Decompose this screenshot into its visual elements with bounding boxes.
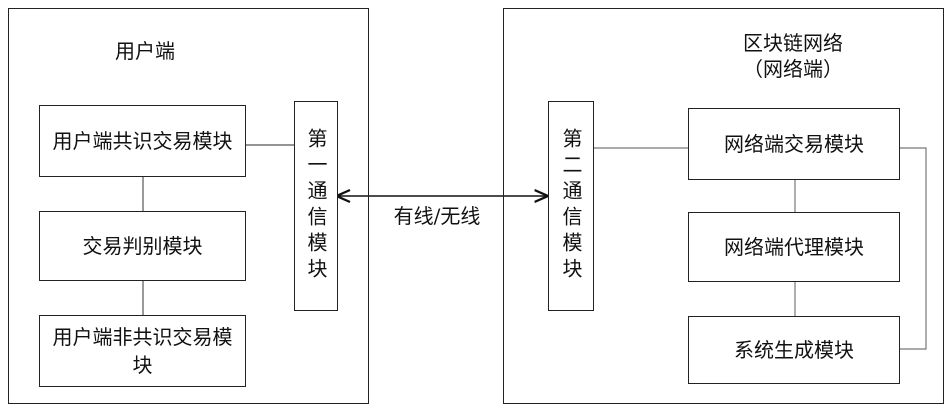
network-proxy-module[interactable]: 网络端代理模块 (688, 212, 900, 282)
user-side-title: 用户端 (100, 38, 190, 64)
trade-judge-module[interactable]: 交易判别模块 (39, 211, 246, 281)
second-comm-module-label: 第二通信模块 (561, 128, 581, 284)
network-proxy-module-label: 网络端代理模块 (714, 233, 874, 261)
first-comm-module-label: 第一通信模块 (306, 128, 326, 284)
user-consensus-trade-module[interactable]: 用户端共识交易模块 (39, 105, 246, 177)
network-trade-module-label: 网络端交易模块 (714, 130, 874, 158)
trade-judge-module-label: 交易判别模块 (73, 232, 213, 260)
first-comm-module[interactable]: 第一通信模块 (294, 101, 338, 311)
user-consensus-trade-module-label: 用户端共识交易模块 (43, 127, 243, 155)
network-side-title: 区块链网络 （网络端） (708, 30, 878, 82)
second-comm-module[interactable]: 第二通信模块 (548, 101, 594, 311)
user-non-consensus-trade-module[interactable]: 用户端非共识交易模块 (39, 315, 246, 387)
network-side-title-line1: 区块链网络 (708, 30, 878, 56)
link-label: 有线/无线 (372, 203, 502, 229)
system-generate-module-label: 系统生成模块 (724, 336, 864, 364)
network-side-title-line2: （网络端） (708, 56, 878, 82)
network-trade-module[interactable]: 网络端交易模块 (688, 108, 900, 180)
user-non-consensus-trade-module-label: 用户端非共识交易模块 (40, 323, 245, 379)
system-generate-module[interactable]: 系统生成模块 (688, 316, 900, 384)
